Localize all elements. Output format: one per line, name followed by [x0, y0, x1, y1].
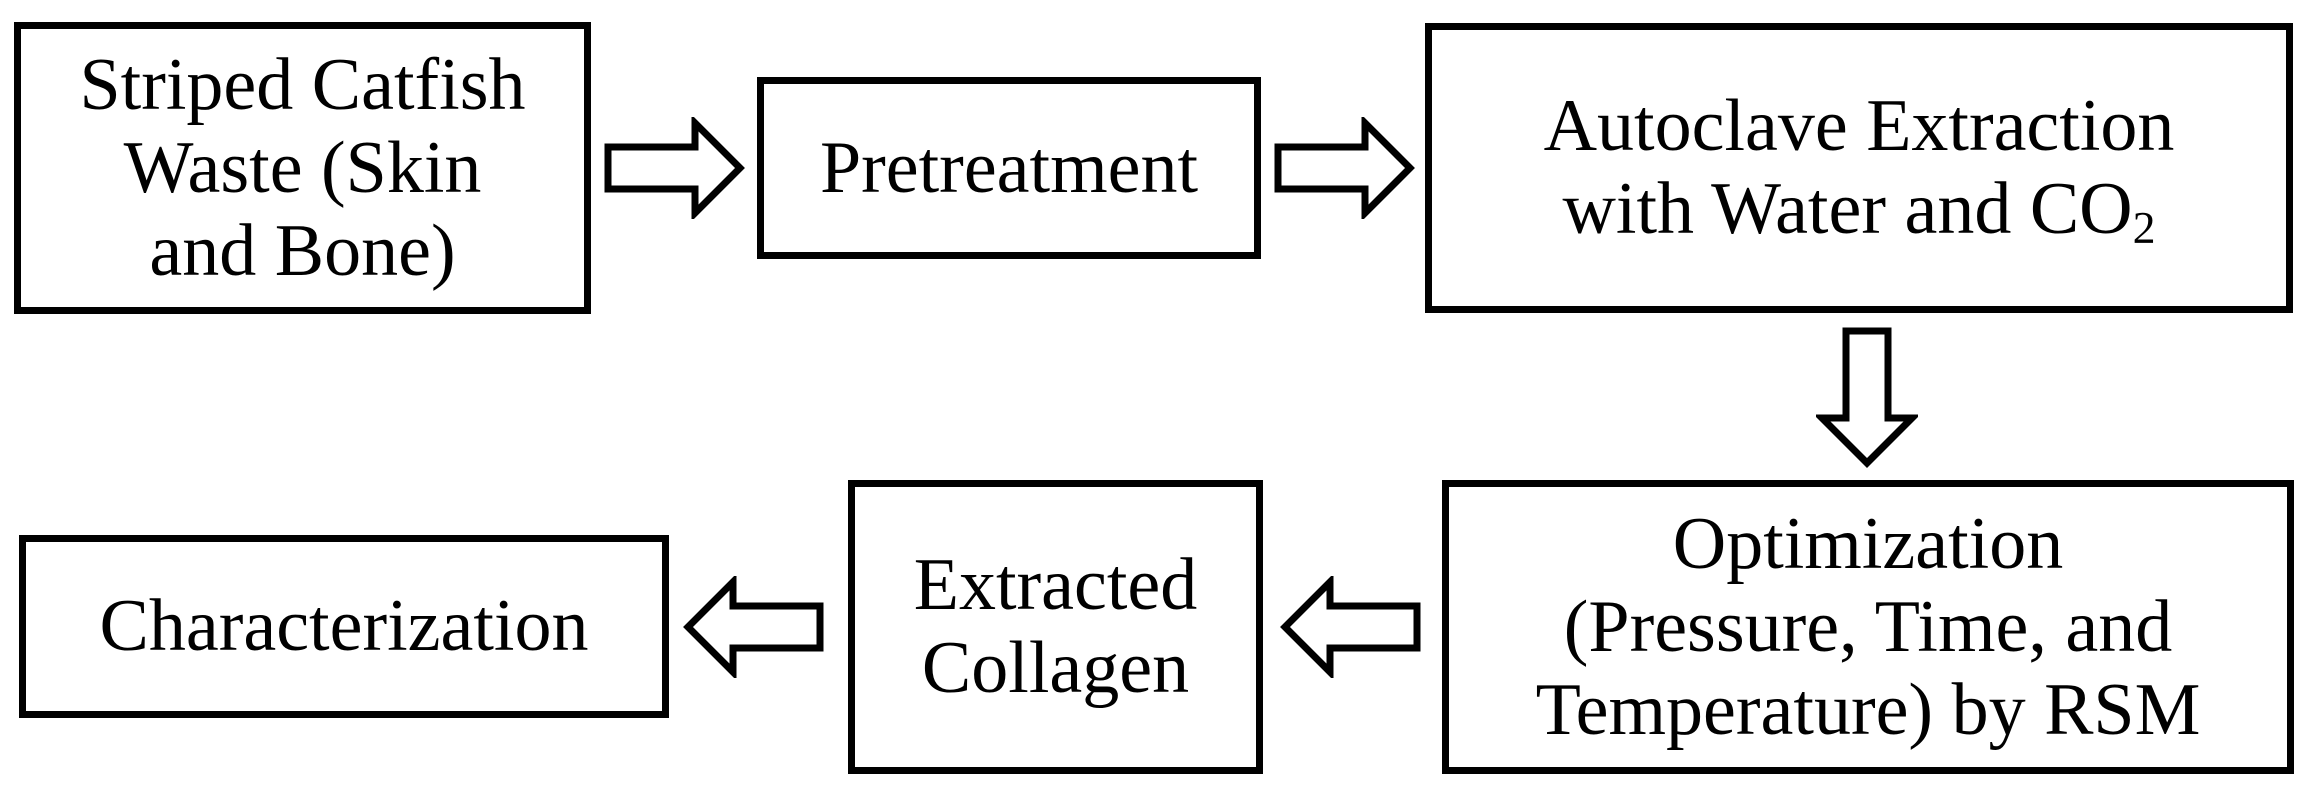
- box-optimization-rsm: Optimization (Pressure, Time, and Temper…: [1442, 480, 2294, 774]
- box-label-line: and Bone): [149, 209, 456, 292]
- flow-arrow-right-icon: [1274, 117, 1415, 219]
- flow-arrow-left-icon: [683, 576, 824, 678]
- box-label-line: Waste (Skin: [123, 126, 482, 209]
- box-autoclave-extraction: Autoclave Extraction with Water and CO2: [1425, 23, 2293, 313]
- box-label-line: Optimization: [1672, 502, 2064, 585]
- box-label-line: Characterization: [99, 585, 589, 667]
- box-pretreatment: Pretreatment: [757, 77, 1261, 259]
- box-characterization: Characterization: [19, 535, 669, 718]
- box-label-line: Extracted: [913, 544, 1198, 626]
- box-extracted-collagen: Extracted Collagen: [848, 480, 1263, 774]
- box-label-line: (Pressure, Time, and: [1563, 585, 2173, 668]
- flow-arrow-right-icon: [604, 117, 745, 219]
- box-label-line: with Water and CO2: [1562, 168, 2155, 251]
- co2-subscript: 2: [2132, 202, 2156, 254]
- box-label-line: Striped Catfish: [79, 43, 526, 126]
- box-label-text: with Water and CO: [1562, 168, 2133, 250]
- box-striped-catfish-waste: Striped Catfish Waste (Skin and Bone): [14, 22, 591, 314]
- flow-arrow-down-icon: [1816, 327, 1918, 468]
- box-label-line: Pretreatment: [819, 126, 1199, 209]
- box-label-line: Autoclave Extraction: [1543, 85, 2175, 167]
- box-label-line: Temperature) by RSM: [1535, 668, 2201, 751]
- box-label-line: Collagen: [921, 627, 1190, 709]
- flow-arrow-left-icon: [1280, 576, 1421, 678]
